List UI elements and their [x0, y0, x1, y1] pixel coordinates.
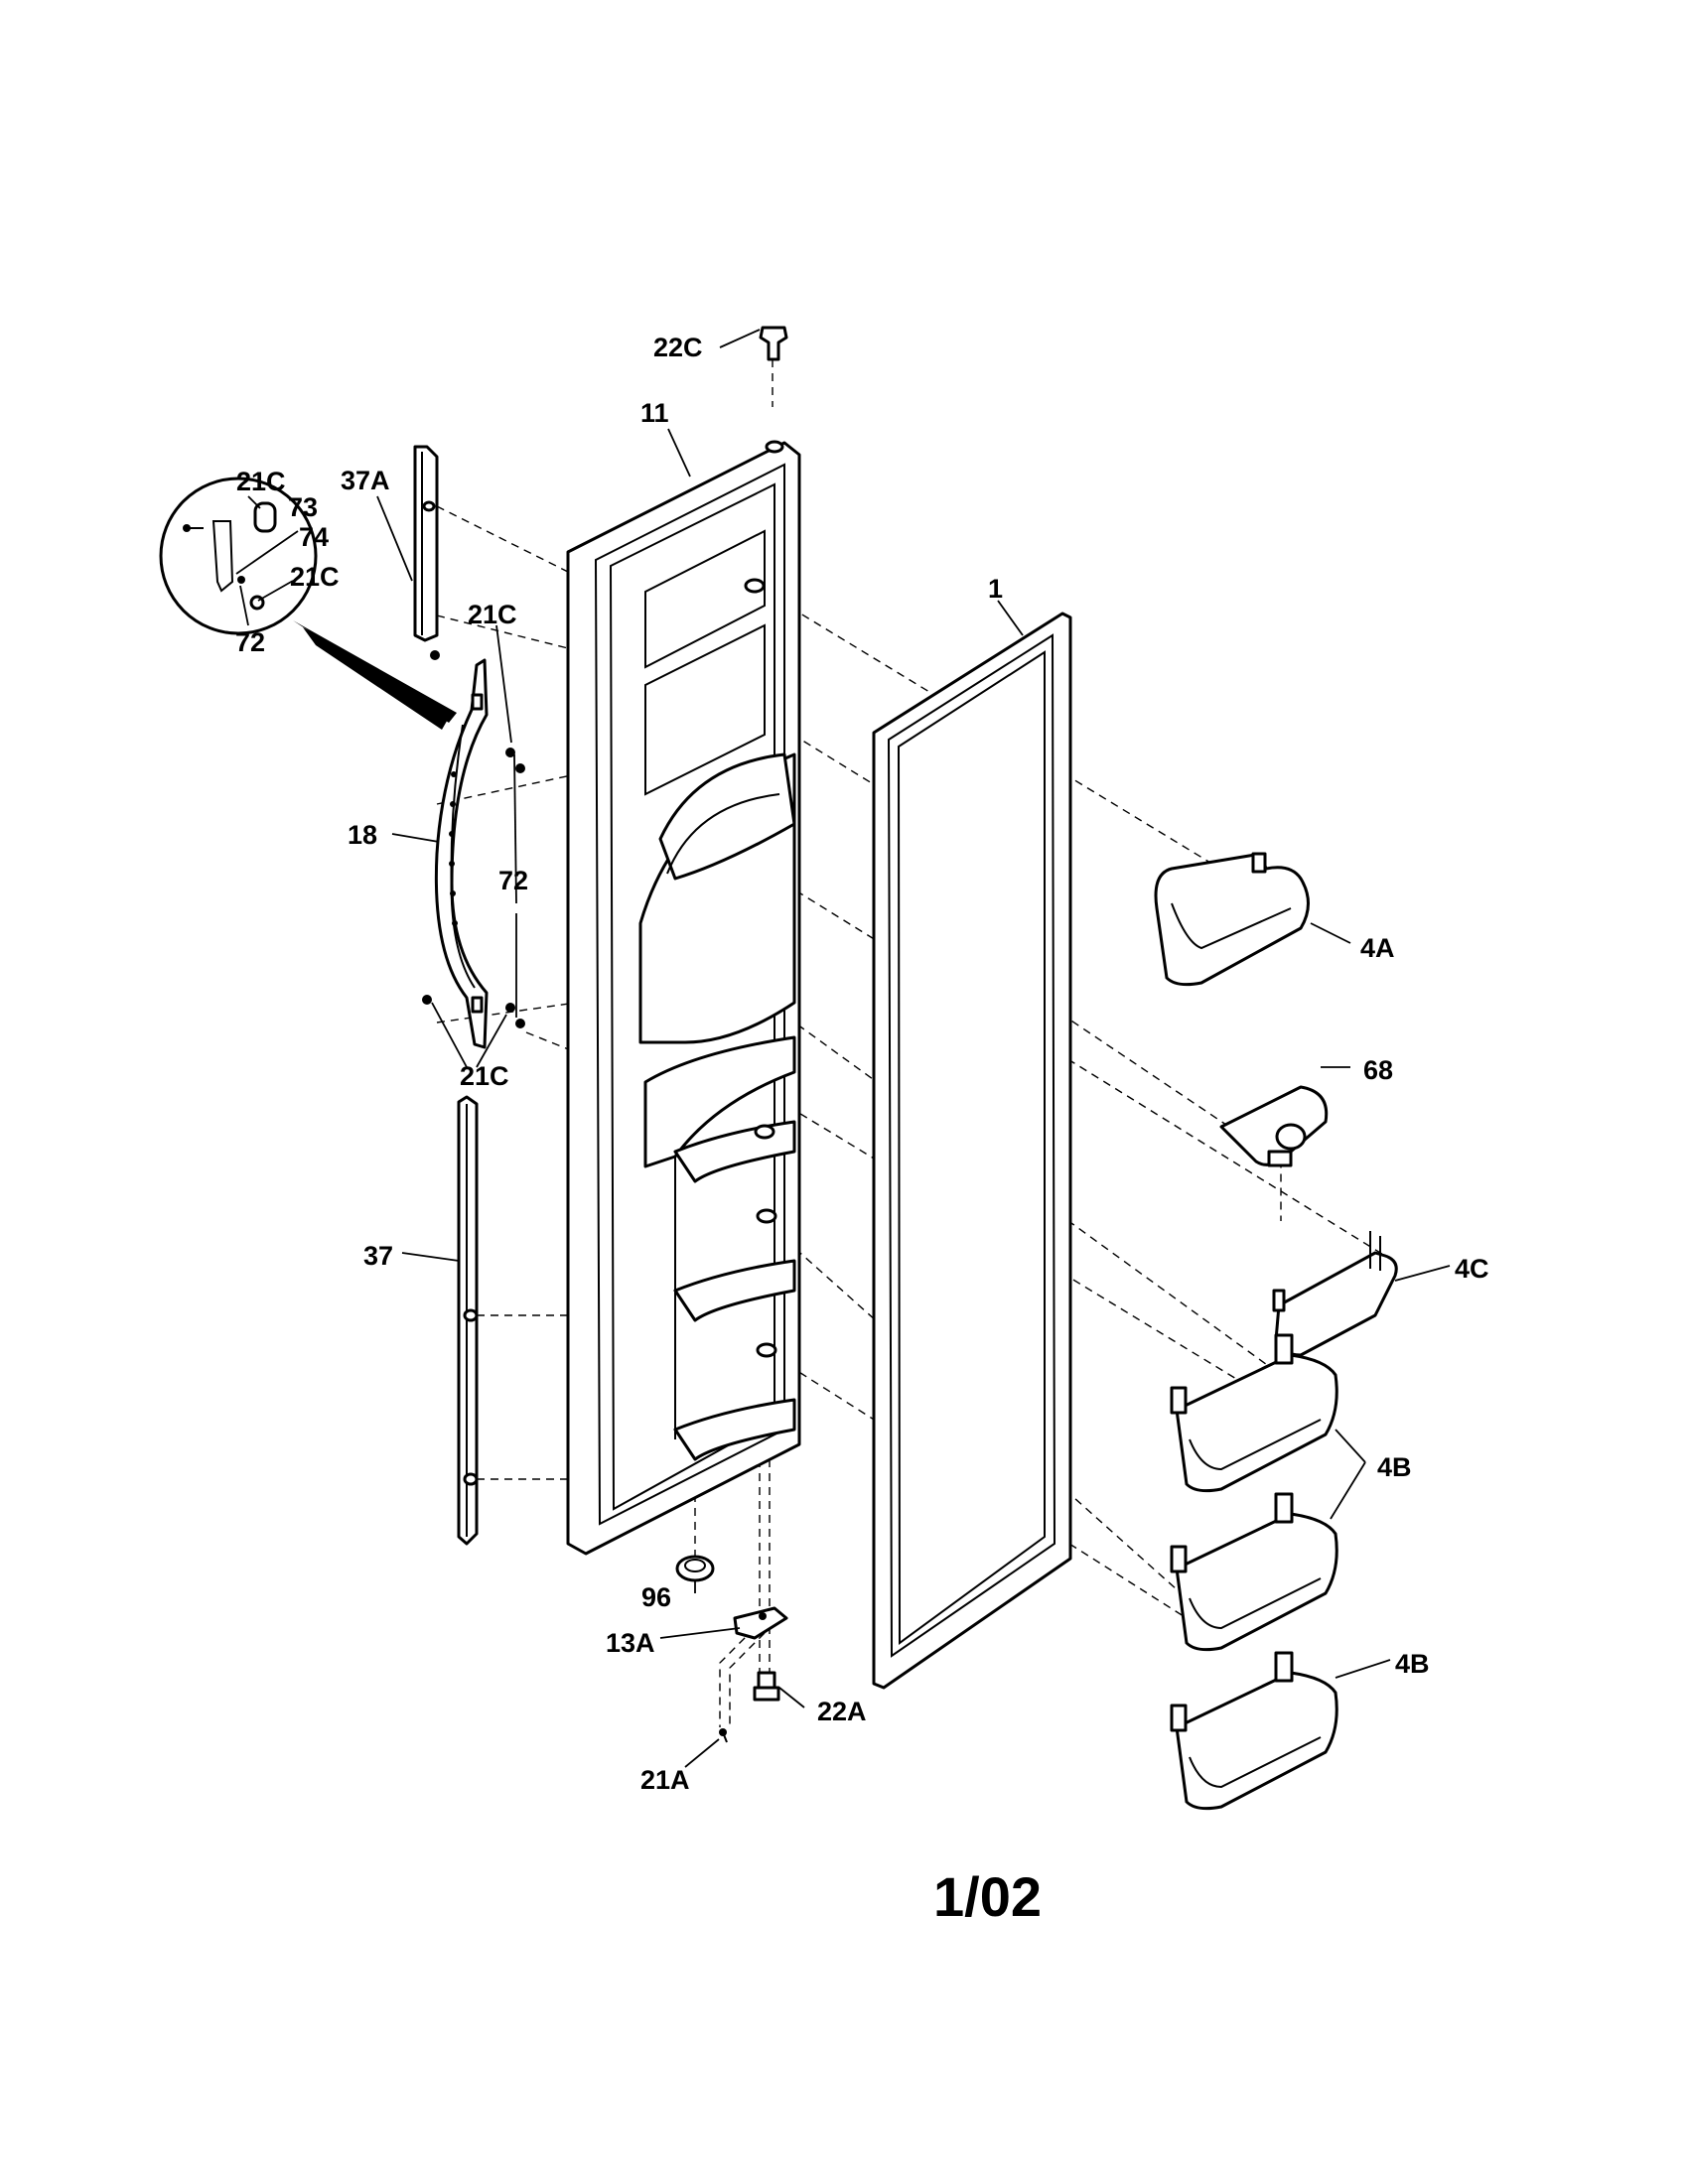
label-96: 96: [641, 1582, 671, 1612]
label-4B-lower: 4B: [1395, 1649, 1430, 1679]
label-22C: 22C: [653, 333, 703, 362]
label-21C-inset-top: 21C: [236, 467, 286, 496]
label-4A: 4A: [1360, 933, 1395, 963]
label-22A: 22A: [817, 1697, 867, 1726]
door-frame-part-11: [566, 440, 801, 1556]
screw-21A: [719, 1728, 728, 1743]
label-1: 1: [988, 574, 1003, 604]
label-73: 73: [288, 492, 318, 522]
trim-part-37: [457, 1095, 479, 1546]
trim-part-37A: [413, 445, 439, 642]
leader-lines: [235, 329, 1451, 1768]
hinge-pin-22C: [759, 326, 788, 361]
label-72: 72: [498, 866, 528, 895]
label-21A: 21A: [640, 1765, 690, 1795]
label-4B-upper: 4B: [1377, 1452, 1412, 1482]
label-68: 68: [1363, 1055, 1393, 1085]
label-11: 11: [640, 398, 669, 428]
door-bin-part-4B-lower: [1170, 1651, 1338, 1811]
inset-detail-circle: [159, 477, 457, 730]
label-18: 18: [348, 820, 377, 850]
label-74: 74: [299, 522, 329, 552]
label-72-inset: 72: [235, 627, 265, 657]
hinge-bracket-13A: [733, 1606, 788, 1640]
door-bin-part-4B-middle: [1170, 1492, 1338, 1652]
part-labels: 22C 11 37A 21C 73 74 21C 72 21C 1 18 72 …: [235, 333, 1489, 1795]
label-21C-upper: 21C: [468, 600, 517, 629]
door-bin-part-4B-upper: [1170, 1333, 1338, 1493]
label-13A: 13A: [606, 1628, 655, 1658]
date-code: 1/02: [933, 1865, 1042, 1928]
hinge-bushing-22A: [753, 1671, 780, 1702]
ice-chute-part-68: [1219, 1085, 1329, 1167]
label-37: 37: [363, 1241, 393, 1271]
plug-96: [675, 1555, 715, 1582]
label-37A: 37A: [341, 466, 390, 495]
label-21C-lower: 21C: [460, 1061, 509, 1091]
label-21C-inset-right: 21C: [290, 562, 340, 592]
handle-part-18: [422, 650, 525, 1049]
gasket-part-1: [872, 612, 1072, 1690]
label-4C: 4C: [1455, 1254, 1489, 1284]
door-bin-part-4A: [1154, 852, 1310, 987]
